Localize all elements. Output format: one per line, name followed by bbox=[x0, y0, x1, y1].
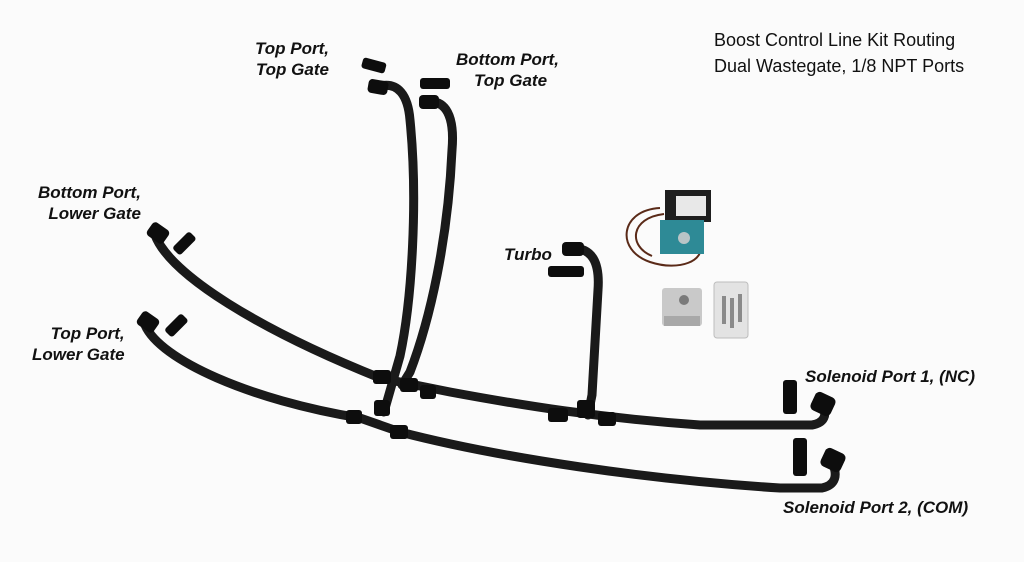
label-top-port-top-gate: Top Port, Top Gate bbox=[255, 39, 329, 79]
hose-top-gate-bottom-port bbox=[397, 97, 458, 390]
end-fittings bbox=[136, 57, 846, 476]
title-line-2: Dual Wastegate, 1/8 NPT Ports bbox=[714, 56, 965, 76]
boost-control-solenoid bbox=[625, 190, 711, 267]
label-bottom-port-top-gate: Bottom Port, Top Gate bbox=[456, 50, 559, 90]
mounting-bracket bbox=[662, 288, 702, 326]
label-solenoid-port-1: Solenoid Port 1, (NC) bbox=[805, 367, 975, 386]
label-bottom-port-lower-gate: Bottom Port, Lower Gate bbox=[38, 183, 141, 223]
hose-top-gate-top-port bbox=[375, 80, 419, 417]
hose-lower-main bbox=[140, 320, 840, 493]
label-turbo: Turbo bbox=[504, 245, 552, 264]
hardware-bag bbox=[713, 281, 749, 339]
tee-fittings bbox=[346, 370, 616, 439]
hose-upper-main bbox=[150, 230, 830, 430]
diagram-title: Boost Control Line Kit Routing Dual Wast… bbox=[714, 27, 964, 79]
title-line-1: Boost Control Line Kit Routing bbox=[714, 30, 956, 50]
label-solenoid-port-2: Solenoid Port 2, (COM) bbox=[783, 498, 969, 517]
label-top-port-lower-gate: Top Port, Lower Gate bbox=[32, 324, 125, 364]
